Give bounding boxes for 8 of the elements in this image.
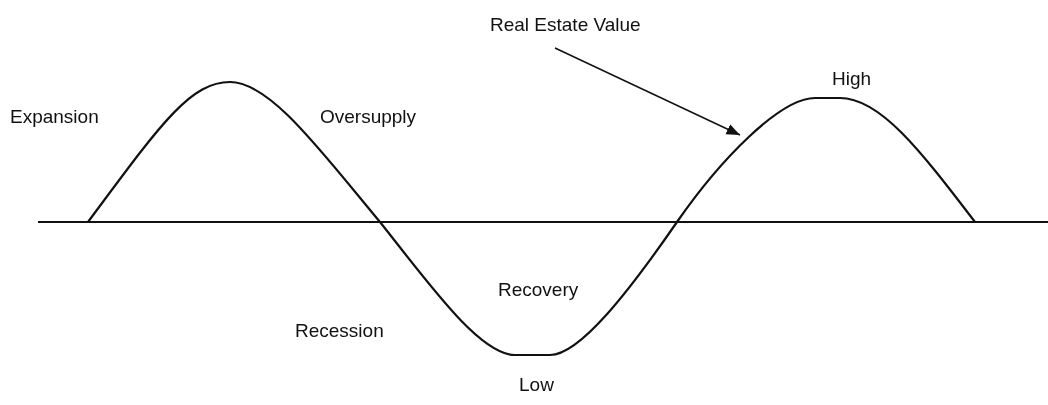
callout-label: Real Estate Value (490, 14, 641, 36)
phase-label: High (832, 68, 872, 90)
leader-arrow (554, 47, 741, 136)
phase-label: Expansion (10, 106, 99, 128)
phase-label: Recession (295, 320, 384, 342)
phase-label: Low (519, 374, 554, 396)
phase-label: Recovery (498, 279, 579, 301)
phase-label: Oversupply (320, 106, 417, 128)
